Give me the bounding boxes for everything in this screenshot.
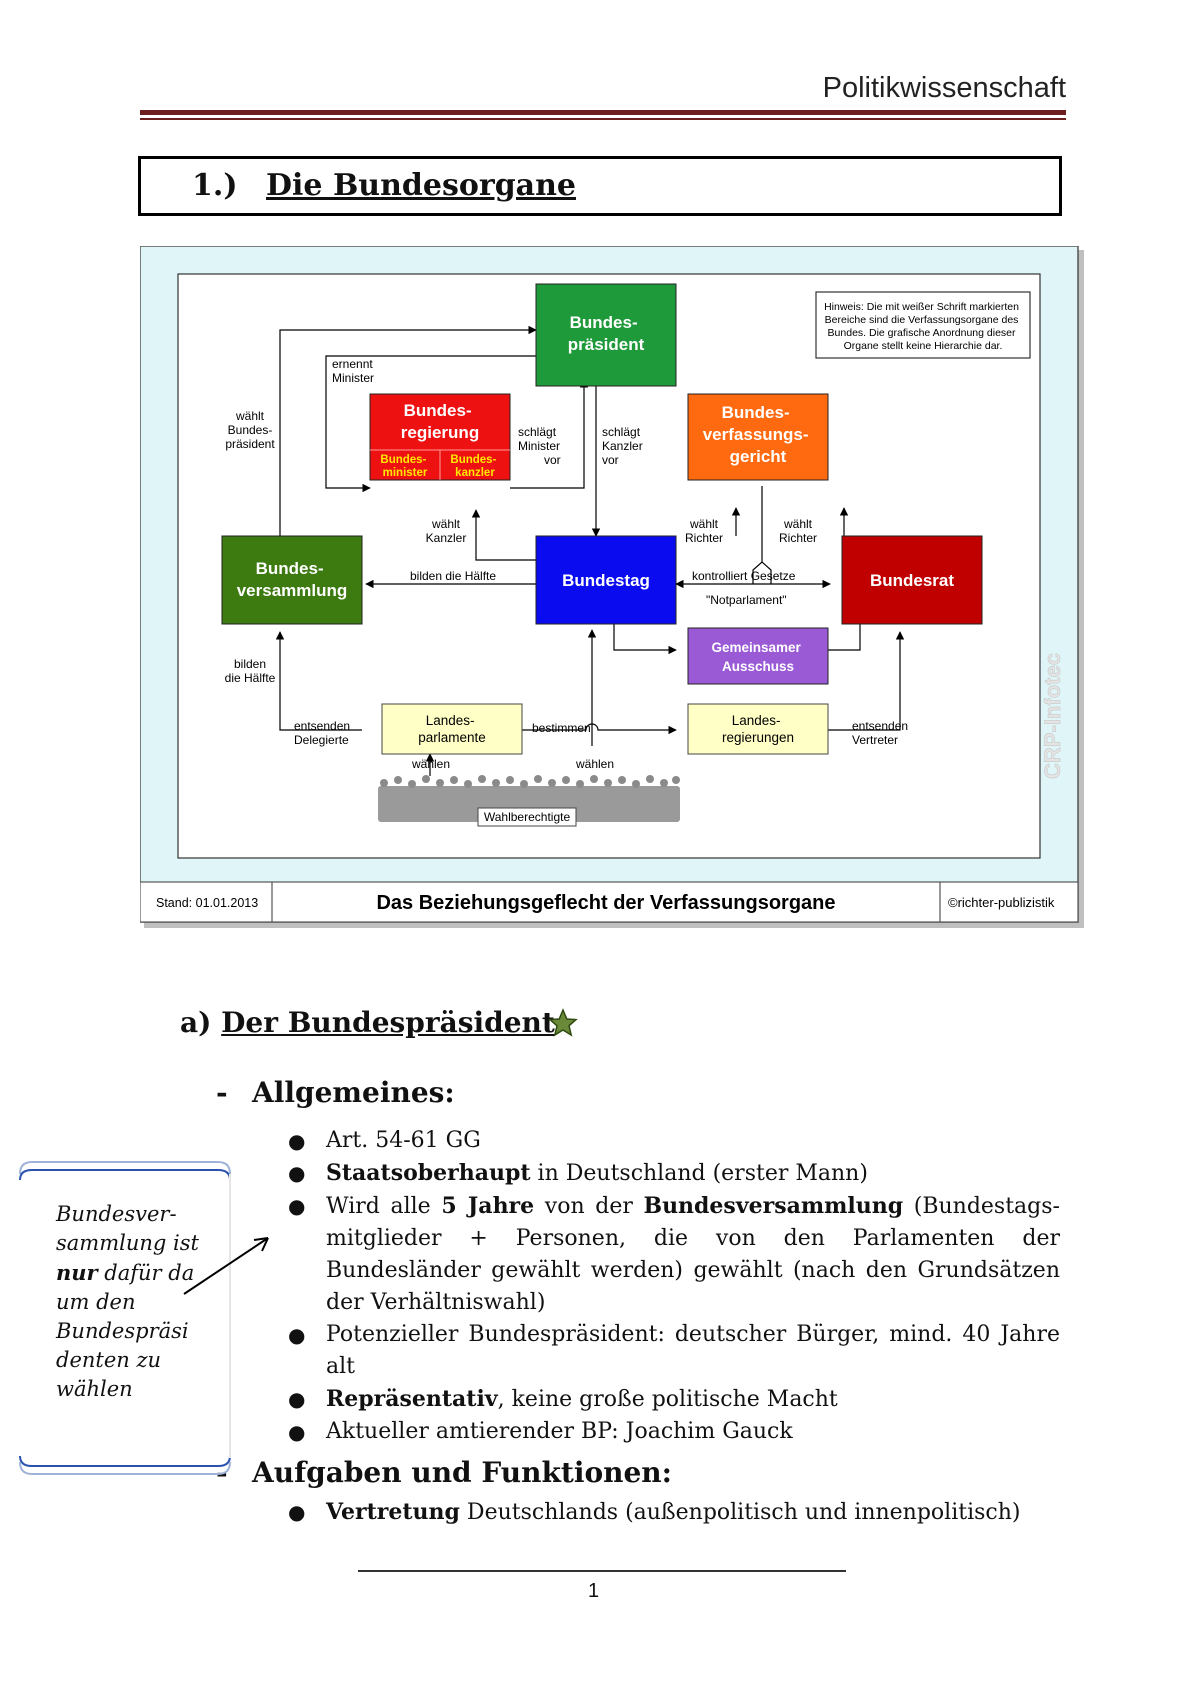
aufgaben-heading: Aufgaben und Funktionen: [252,1456,672,1489]
label-waehlen-right: wählen [575,757,614,771]
svg-text:Landes- parlamente: Landes- parlamente [418,713,486,745]
label-bestimmen: bestimmen [532,721,591,735]
star-icon [548,1008,578,1037]
section-a-heading: a) Der Bundespräsident [180,1006,555,1039]
box-bundeskanzler: Bundes- kanzler [450,454,499,479]
svg-text:Bundestag: Bundestag [562,571,650,590]
label-kontrolliert-gesetze: kontrolliert Gesetze [692,569,796,583]
label-notparlament: "Notparlament" [706,593,787,607]
list-item: ●Staatsoberhaupt in Deutschland (erster … [288,1160,868,1186]
box-landesparlamente [381,703,523,755]
dash-marker: - [216,1456,228,1489]
section-a-label: a) [180,1006,212,1039]
chapter-title: Die Bundesorgane [266,168,577,203]
arrow-waehlt-bp [279,325,537,536]
header-title: Politikwissenschaft [822,72,1066,104]
svg-text:Gemeinsamer Ausschuss: Gemeinsamer Ausschuss [711,640,804,674]
footer-copyright: ©richter-publizistik [948,895,1055,910]
svg-text:Wahlberechtigte: Wahlberechtigte [484,810,571,824]
label-waehlen-left: wählen [411,757,450,771]
side-note-frame [19,1161,231,1475]
section-a-title: Der Bundespräsident [221,1006,555,1039]
box-landesregierungen [687,703,829,755]
hint-box [815,291,1031,359]
svg-text:Bundes- regierung: Bundes- regierung [401,401,479,442]
list-item: ●Repräsentativ, keine große politische M… [288,1386,838,1412]
header-rule [140,110,1066,115]
allgemeines-heading: Allgemeines: [252,1076,455,1109]
svg-text:Bundes- verfassungs- g: Bundes- verfassungs- gericht [703,403,814,466]
arrow-br-ausschuss [815,624,861,655]
arrow-entsenden-delegierte [275,631,362,731]
arrow-entsenden-vertreter [816,631,905,731]
header-rule-thin [140,118,1066,120]
box-bundesverfassungsgericht [687,393,829,481]
svg-text:Bundes- versammlung: Bundes- versammlung [237,559,348,600]
arrow-waehlt-kanzler [471,509,536,561]
chapter-box [138,156,1062,216]
watermark: CRP-Infotec [1040,653,1065,779]
box-bundesversammlung [221,535,363,625]
arrow-schlaegt-minister [510,379,589,489]
list-item: ●Wird alle 5 Jahre von der Bundesversamm… [288,1193,1060,1315]
svg-text:Bundes- präsident: Bundes- präsident [568,313,645,354]
arrow-bt-ausschuss [613,624,677,655]
list-item: ●Aktueller amtierender BP: Joachim Gauck [288,1419,793,1444]
footer-rule [358,1570,846,1572]
list-item: ●Art. 54-61 GG [288,1128,481,1153]
chapter-number: 1.) [192,168,238,203]
box-bundesrat [841,535,983,625]
svg-text:Landes- regierungen: Landes- regierungen [722,713,794,745]
box-wahlberechtigte [477,807,577,827]
svg-text:Bundesrat: Bundesrat [870,571,954,590]
label-bilden-haelfte-top: bilden die Hälfte [410,569,496,583]
footer-stand: Stand: 01.01.2013 [156,896,258,910]
side-note-text: Bundesver-sammlung ist nur dafür da um d… [56,1202,199,1401]
aufgaben-list: ●Vertretung Deutschlands (außenpolitisch… [288,1496,1060,1529]
box-gemeinsamer-ausschuss [687,627,829,685]
box-bundesminister: Bundes- minister [380,454,429,479]
crowd-illustration [378,775,680,822]
hint-text: Hinweis: Die mit weißer Schrift markiert… [824,301,1022,352]
page-number: 1 [588,1580,600,1602]
arrow-ernennt-minister [325,355,536,493]
box-bundespraesident [535,283,677,387]
diagram-footer [140,881,1079,923]
allgemeines-list: ●Art. 54-61 GG ●Staatsoberhaupt in Deuts… [288,1125,1060,1448]
organ-diagram: Hinweis: Die mit weißer Schrift markiert… [140,246,1084,928]
list-item: ●Vertretung Deutschlands (außenpolitisch… [288,1499,1021,1525]
dash-marker: - [216,1076,228,1109]
callout-arrow-icon [183,1237,269,1295]
box-bundestag [535,535,677,625]
footer-title: Das Beziehungsgeflecht der Verfassungsor… [376,892,835,914]
list-item: ●Potenzieller Bundespräsident: deutscher… [288,1322,1060,1379]
